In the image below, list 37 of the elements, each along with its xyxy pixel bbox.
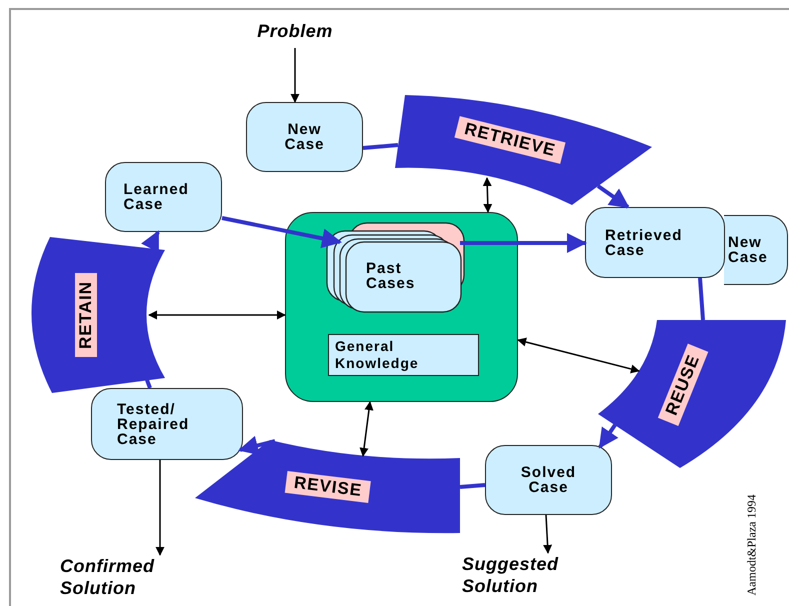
citation-note: Aamodt&Plaza 1994 <box>744 494 760 596</box>
double-arrow <box>482 177 492 213</box>
flow-label: Problem <box>256 20 334 42</box>
double-arrow <box>517 338 640 374</box>
case-label: New Case <box>284 122 324 152</box>
double-arrow <box>360 401 374 457</box>
arrow <box>460 233 587 253</box>
case-box <box>246 102 363 172</box>
double-arrow <box>148 310 286 320</box>
case-label: Tested/ Repaired Case <box>117 402 190 446</box>
knowledge-box <box>328 334 479 376</box>
connector-line <box>460 483 486 489</box>
arrow <box>598 424 618 449</box>
card-label: Past Cases <box>366 261 416 291</box>
case-box <box>585 207 725 278</box>
connector-line <box>698 278 705 320</box>
knowledge-container <box>285 212 518 402</box>
connector-line <box>362 143 398 150</box>
arrow <box>596 184 630 209</box>
case-label: Retrieved Case <box>605 228 684 258</box>
arrow <box>156 460 164 556</box>
knowledge-label: General Knowledge <box>335 338 420 372</box>
case-box <box>485 445 612 515</box>
case-box <box>724 215 788 285</box>
connector-line <box>145 379 152 389</box>
case-label: Solved Case <box>520 465 578 495</box>
arrow <box>238 436 276 456</box>
flow-label: Suggested Solution <box>462 553 560 597</box>
case-box <box>91 388 243 460</box>
phase-label: RETAIN <box>75 273 97 357</box>
case-label: New Case <box>728 235 769 265</box>
arrow <box>290 48 300 103</box>
arrow <box>543 514 552 554</box>
case-label: Learned Case <box>124 182 190 212</box>
flow-label: Confirmed Solution <box>60 555 156 599</box>
arrow <box>222 216 342 248</box>
case-box <box>105 162 222 232</box>
